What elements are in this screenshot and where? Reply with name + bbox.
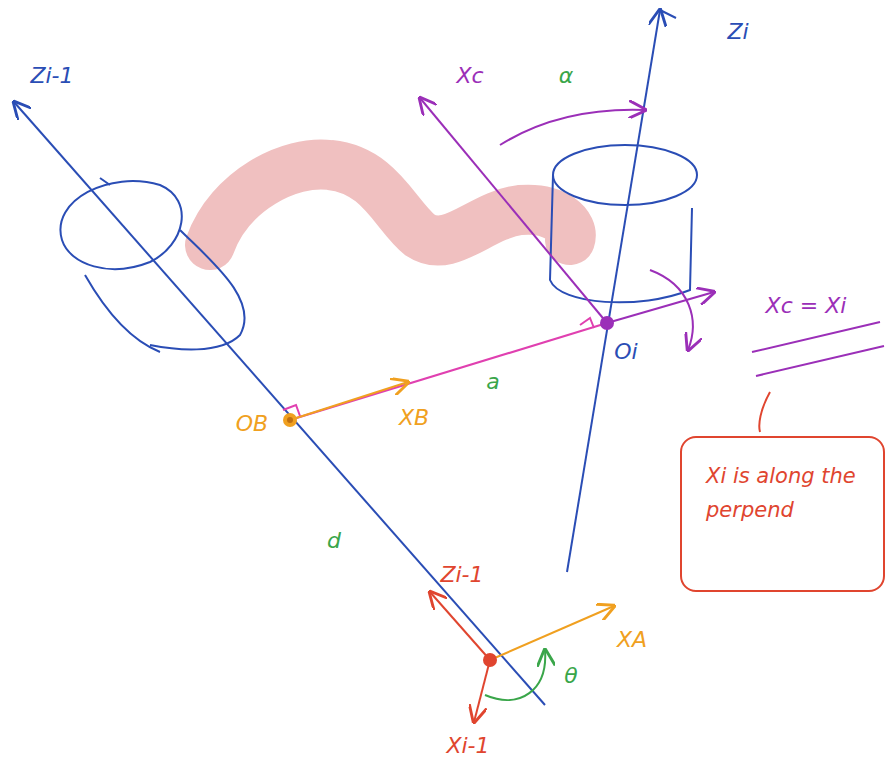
axis-label: XA: [617, 629, 647, 651]
axis-label: θ: [564, 665, 577, 687]
axis-label: Xi-1: [446, 735, 489, 757]
axis-label: XB: [399, 407, 429, 429]
note-text: Xi is along the perpend: [706, 460, 869, 527]
axis-label: Xc = Xi: [766, 295, 847, 317]
axis-label: Zi-1: [440, 564, 483, 586]
axis-label: Zi-1: [30, 65, 73, 87]
axis-label: d: [327, 530, 341, 552]
axis-label: a: [486, 371, 499, 393]
axis-label: α: [559, 65, 574, 87]
axis-label: OB: [236, 413, 268, 435]
axis-label: Oi: [614, 341, 637, 363]
axis-label: Xc: [456, 65, 483, 87]
axis-label: Zi: [727, 21, 748, 43]
note-box: Xi is along the perpend: [680, 436, 885, 592]
